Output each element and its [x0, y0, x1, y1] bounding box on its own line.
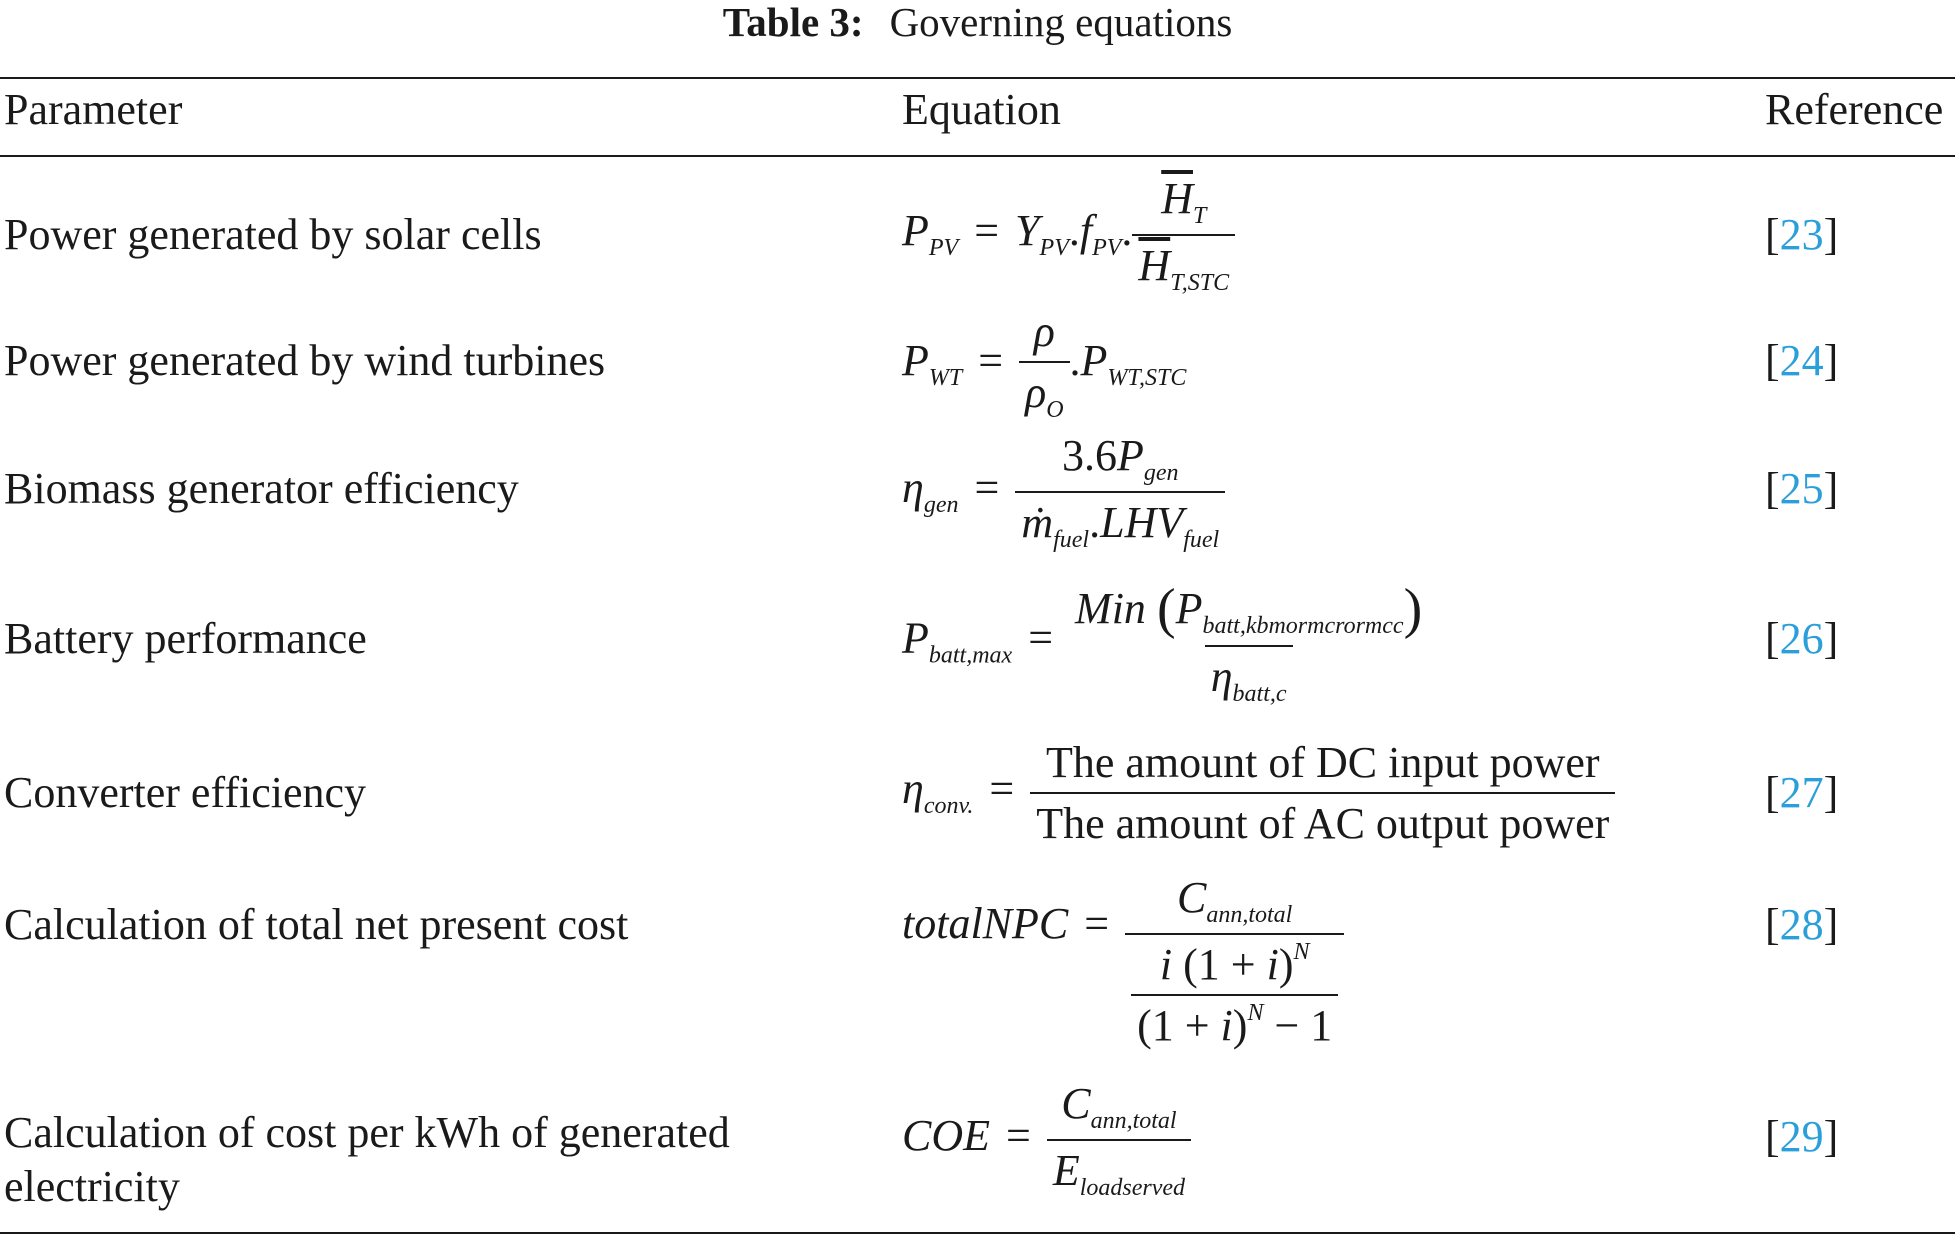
reference-cell: [26]	[1765, 614, 1839, 663]
reference-link[interactable]: 24	[1779, 336, 1824, 385]
equation-npc: totalNPC= Cann,total i (1 + i)N(1 + i)N …	[902, 872, 1345, 1052]
reference-cell: [24]	[1765, 336, 1839, 385]
reference-link[interactable]: 23	[1779, 210, 1824, 259]
parameter-cell: Power generated by solar cells	[4, 210, 542, 259]
table-row: Power generated by solar cells PPV=YPV.f…	[0, 160, 1955, 310]
parameter-cell: Converter efficiency	[4, 768, 367, 817]
table-row: Calculation of total net present cost to…	[0, 872, 1955, 1062]
header-reference: Reference	[1765, 85, 1944, 134]
parameter-cell: Calculation of cost per kWh of generated…	[4, 1108, 730, 1211]
converter-denominator: The amount of AC output power	[1030, 792, 1616, 849]
converter-numerator: The amount of DC input power	[1045, 738, 1600, 787]
table-row: Battery performance Pbatt,max=Min (Pbatt…	[0, 577, 1955, 710]
reference-cell: [29]	[1765, 1112, 1839, 1161]
equation-battery: Pbatt,max=Min (Pbatt,kbmormcrormcc)ηbatt…	[902, 577, 1423, 707]
caption-text: Governing equations	[889, 0, 1233, 45]
header-parameter: Parameter	[4, 85, 183, 134]
parameter-cell: Biomass generator efficiency	[4, 464, 519, 513]
reference-link[interactable]: 26	[1779, 614, 1824, 663]
parameter-cell: Power generated by wind turbines	[4, 336, 606, 385]
reference-cell: [27]	[1765, 768, 1839, 817]
top-rule	[0, 77, 1955, 79]
reference-cell: [28]	[1765, 900, 1839, 949]
table-row: Calculation of cost per kWh of generated…	[0, 1079, 1955, 1230]
reference-link[interactable]: 27	[1779, 768, 1824, 817]
parameter-cell: Calculation of total net present cost	[4, 900, 629, 949]
table-caption: Table 3: Governing equations	[0, 0, 1955, 44]
reference-cell: [25]	[1765, 464, 1839, 513]
parameter-cell: Battery performance	[4, 614, 367, 663]
table-row: Biomass generator efficiency ηgen=3.6Pge…	[0, 431, 1955, 562]
reference-link[interactable]: 25	[1779, 464, 1824, 513]
bottom-rule	[0, 1232, 1955, 1234]
reference-cell: [23]	[1765, 210, 1839, 259]
header-rule	[0, 155, 1955, 157]
table-row: Converter efficiency ηconv.=The amount o…	[0, 728, 1955, 858]
caption-label: Table 3:	[722, 0, 864, 45]
reference-link[interactable]: 28	[1779, 900, 1824, 949]
header-equation: Equation	[902, 85, 1061, 134]
reference-link[interactable]: 29	[1779, 1112, 1824, 1161]
